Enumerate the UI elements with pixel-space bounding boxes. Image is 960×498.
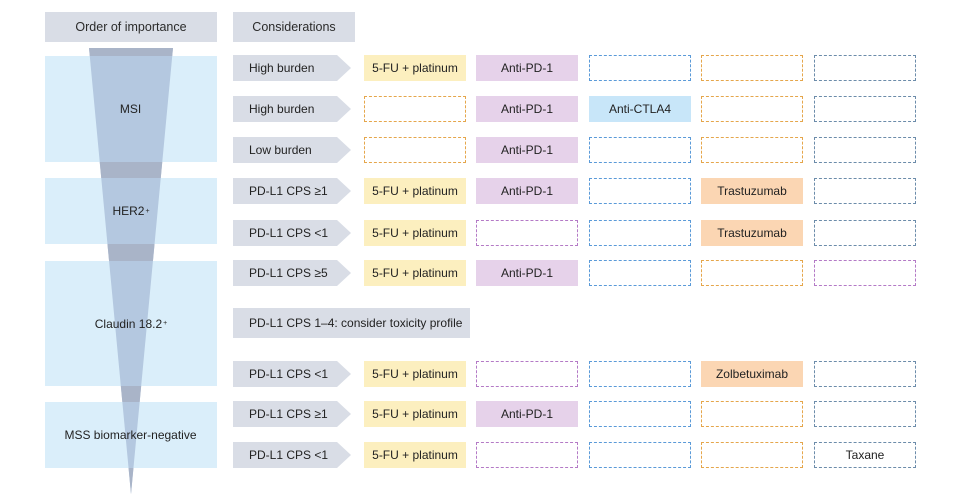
consideration-label: Low burden	[233, 137, 351, 163]
funnel-band	[89, 48, 173, 56]
empty-treatment-slot	[476, 442, 578, 468]
empty-treatment-slot	[701, 96, 803, 122]
treatment-cell: Taxane	[814, 442, 916, 468]
empty-treatment-slot	[814, 260, 916, 286]
group-label-text: HER2	[112, 204, 145, 218]
empty-treatment-slot	[364, 96, 466, 122]
group-label-msi: MSI	[45, 56, 217, 162]
funnel-band	[89, 386, 173, 402]
empty-treatment-slot	[814, 178, 916, 204]
empty-treatment-slot	[364, 137, 466, 163]
empty-treatment-slot	[814, 137, 916, 163]
considerations-header: Considerations	[233, 12, 355, 42]
empty-treatment-slot	[814, 220, 916, 246]
funnel-band	[89, 244, 173, 261]
treatment-cell: Trastuzumab	[701, 220, 803, 246]
empty-treatment-slot	[589, 260, 691, 286]
treatment-cell: Anti-PD-1	[476, 178, 578, 204]
consideration-label: High burden	[233, 96, 351, 122]
treatment-cell: 5-FU + platinum	[364, 401, 466, 427]
empty-treatment-slot	[476, 220, 578, 246]
treatment-cell: 5-FU + platinum	[364, 220, 466, 246]
treatment-cell: Anti-PD-1	[476, 260, 578, 286]
group-label-her2: HER2+	[45, 178, 217, 244]
treatment-cell: 5-FU + platinum	[364, 55, 466, 81]
empty-treatment-slot	[814, 55, 916, 81]
treatment-cell: Zolbetuximab	[701, 361, 803, 387]
treatment-cell: 5-FU + platinum	[364, 361, 466, 387]
consideration-label: High burden	[233, 55, 351, 81]
consideration-label: PD-L1 CPS ≥1	[233, 401, 351, 427]
group-label-claudin: Claudin 18.2+	[45, 261, 217, 386]
treatment-cell: Anti-PD-1	[476, 401, 578, 427]
empty-treatment-slot	[589, 178, 691, 204]
empty-treatment-slot	[701, 401, 803, 427]
group-label-text: Claudin 18.2	[94, 316, 163, 331]
group-label-text: MSS biomarker-negative	[64, 428, 197, 442]
empty-treatment-slot	[589, 442, 691, 468]
treatment-cell: Anti-CTLA4	[589, 96, 691, 122]
consideration-label: PD-L1 CPS <1	[233, 220, 351, 246]
empty-treatment-slot	[589, 137, 691, 163]
empty-treatment-slot	[701, 442, 803, 468]
group-label-sup: +	[145, 207, 150, 215]
consideration-label: PD-L1 CPS ≥5	[233, 260, 351, 286]
empty-treatment-slot	[814, 96, 916, 122]
consideration-label: PD-L1 CPS <1	[233, 442, 351, 468]
funnel-band	[89, 162, 173, 178]
empty-treatment-slot	[589, 220, 691, 246]
treatment-cell: Anti-PD-1	[476, 55, 578, 81]
consideration-label: PD-L1 CPS <1	[233, 361, 351, 387]
empty-treatment-slot	[589, 55, 691, 81]
empty-treatment-slot	[589, 401, 691, 427]
group-label-text: MSI	[119, 102, 142, 116]
treatment-cell: Anti-PD-1	[476, 137, 578, 163]
order-of-importance-header: Order of importance	[45, 12, 217, 42]
empty-treatment-slot	[814, 401, 916, 427]
empty-treatment-slot	[701, 55, 803, 81]
empty-treatment-slot	[814, 361, 916, 387]
funnel-band	[89, 468, 173, 494]
treatment-cell: Anti-PD-1	[476, 96, 578, 122]
consideration-label: PD-L1 CPS ≥1	[233, 178, 351, 204]
treatment-cell: 5-FU + platinum	[364, 442, 466, 468]
empty-treatment-slot	[701, 260, 803, 286]
empty-treatment-slot	[589, 361, 691, 387]
consideration-label: PD-L1 CPS 1–4: consider toxicity profile	[233, 308, 470, 338]
treatment-cell: 5-FU + platinum	[364, 178, 466, 204]
treatment-cell: 5-FU + platinum	[364, 260, 466, 286]
group-label-sup: +	[163, 320, 168, 327]
empty-treatment-slot	[476, 361, 578, 387]
group-label-mss: MSS biomarker-negative	[45, 402, 217, 468]
treatment-cell: Trastuzumab	[701, 178, 803, 204]
empty-treatment-slot	[701, 137, 803, 163]
